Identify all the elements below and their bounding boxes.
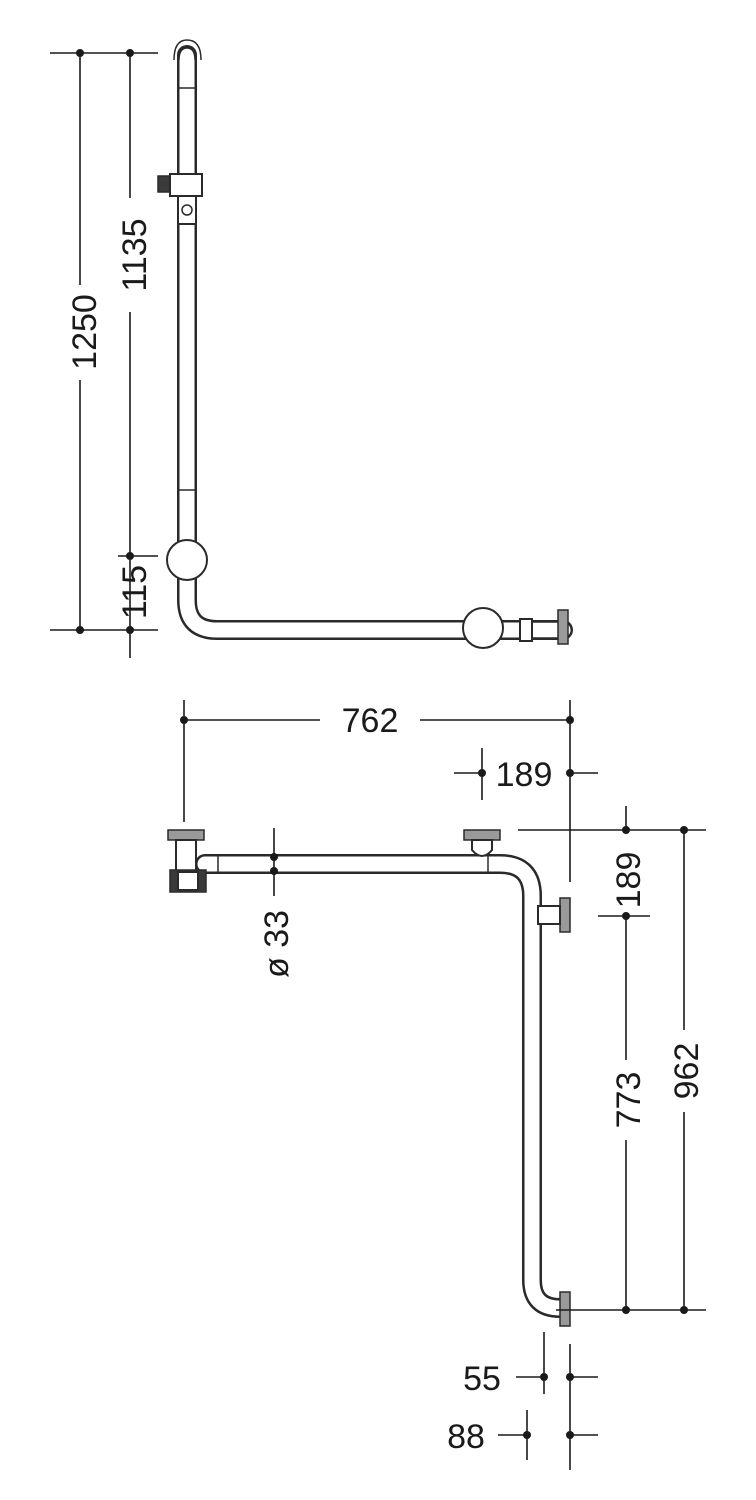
label-962: 962: [668, 1043, 706, 1100]
dim-wall-offset-top: 189: [454, 748, 598, 800]
label-189-side: 189: [610, 852, 648, 909]
plan-end-flange: [559, 1291, 571, 1327]
label-189-top: 189: [496, 756, 553, 794]
front-bar-pipe: [177, 45, 573, 640]
label-dia-33: ø 33: [258, 910, 296, 978]
front-flange-horizontal: [462, 607, 504, 649]
plan-bar-pipe: [195, 854, 570, 1318]
dim-width: 762: [180, 700, 574, 882]
dim-offset-88: 88: [447, 1410, 598, 1460]
label-55: 55: [463, 1360, 501, 1398]
front-end-flange: [519, 609, 569, 645]
dim-pipe-diameter: ø 33: [258, 828, 296, 978]
plan-side-flange: [537, 897, 571, 933]
dim-upper-height: 1135: [116, 49, 158, 560]
plan-view: [167, 829, 571, 1327]
plan-left-mount: [167, 829, 207, 893]
dim-total-depth: 962: [668, 826, 706, 1314]
label-773: 773: [610, 1072, 648, 1129]
label-1135: 1135: [116, 218, 154, 291]
dim-total-height: 1250: [50, 49, 158, 634]
label-115: 115: [116, 565, 154, 619]
dim-offset-55: 55: [463, 1332, 598, 1470]
front-top-cap: [173, 39, 202, 61]
dim-lower-offset: 115: [116, 560, 154, 658]
front-view: [157, 39, 573, 649]
front-flange-vertical: [166, 539, 208, 581]
shower-holder: [157, 173, 203, 225]
label-88: 88: [447, 1418, 485, 1456]
label-1250: 1250: [66, 294, 104, 370]
label-762: 762: [342, 702, 399, 740]
dim-wall-offset-side: 189: [518, 806, 706, 920]
plan-top-flange: [463, 829, 501, 857]
